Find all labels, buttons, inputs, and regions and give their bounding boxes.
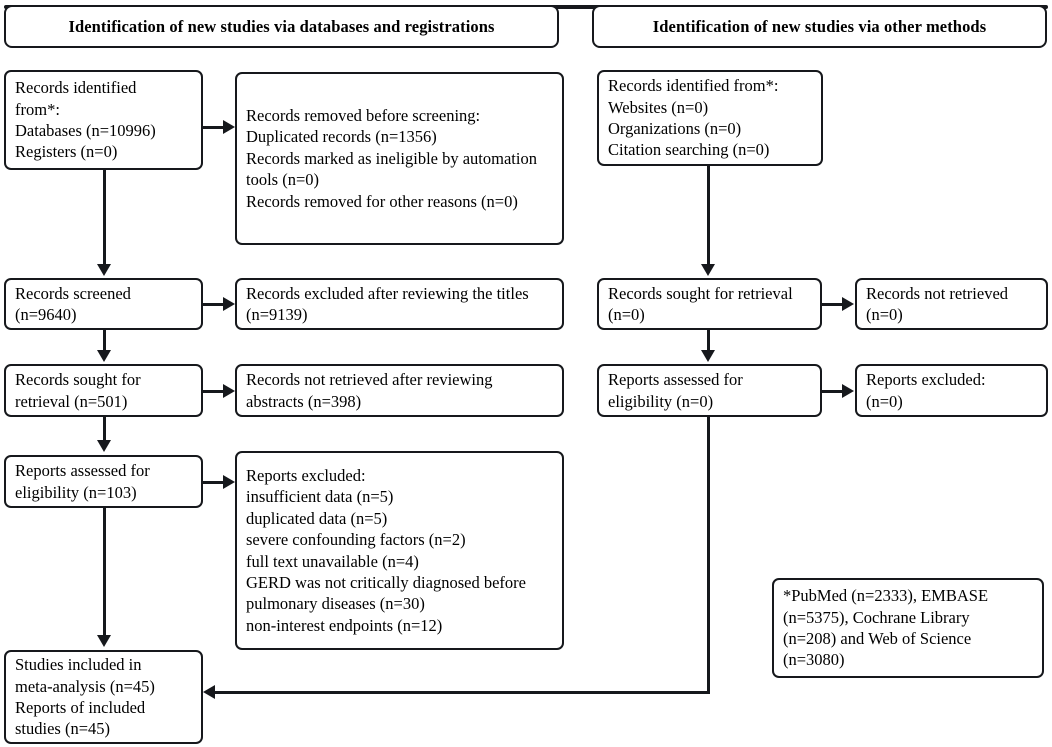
box-reports-excluded-other: Reports excluded: (n=0) xyxy=(855,364,1048,417)
box-records-removed-before-screening: Records removed before screening: Duplic… xyxy=(235,72,564,245)
reports-excluded-line-3: duplicated data (n=5) xyxy=(246,508,388,528)
connector-sought-to-not-retrieved xyxy=(203,390,225,393)
connector-assessed-to-reports-excluded xyxy=(203,481,225,484)
arrowhead-identified-to-removed xyxy=(223,120,235,134)
records-identified-line-4: Registers (n=0) xyxy=(15,142,118,162)
records-excluded-titles-line-2: (n=9139) xyxy=(246,305,308,324)
connector-identified-to-removed xyxy=(203,126,225,129)
box-records-screened: Records screened (n=9640) xyxy=(4,278,203,330)
reports-excluded-line-8: non-interest endpoints (n=12) xyxy=(246,615,443,635)
records-sought-line-2: retrieval (n=501) xyxy=(15,391,128,411)
box-records-not-retrieved-other: Records not retrieved (n=0) xyxy=(855,278,1048,330)
reports-excluded-other-line-1: Reports excluded: xyxy=(866,370,986,390)
reports-assessed-line-2: eligibility (n=103) xyxy=(15,482,137,502)
arrowhead-assessed-to-reports-excluded xyxy=(223,475,235,489)
footnote-line-1: *PubMed (n=2333), EMBASE xyxy=(783,586,989,606)
connector-identified-other-to-sought xyxy=(707,166,710,266)
connector-sought-to-assessed xyxy=(103,417,106,441)
reports-assessed-other-line-1: Reports assessed for xyxy=(608,370,743,390)
studies-included-line-4: studies (n=45) xyxy=(15,719,111,739)
connector-sought-other-to-assessed xyxy=(707,330,710,352)
reports-excluded-line-6: GERD was not critically diagnosed before xyxy=(246,572,526,592)
arrowhead-assessed-other-to-excluded xyxy=(842,384,854,398)
box-reports-excluded-detail: Reports excluded: insufficient data (n=5… xyxy=(235,451,564,650)
arrowhead-sought-other-to-assessed xyxy=(701,350,715,362)
reports-excluded-line-7: pulmonary diseases (n=30) xyxy=(246,594,425,614)
records-screened-line-1: Records screened xyxy=(15,283,131,303)
column-header-right-label: Identification of new studies via other … xyxy=(652,16,987,36)
studies-included-line-1: Studies included in xyxy=(15,655,142,675)
connector-assessed-other-to-excluded xyxy=(822,390,844,393)
reports-assessed-other-line-2: eligibility (n=0) xyxy=(608,391,714,411)
reports-excluded-line-4: severe confounding factors (n=2) xyxy=(246,530,466,550)
footnote-line-2: (n=5375), Cochrane Library xyxy=(783,607,970,627)
footnote-line-3: (n=208) and Web of Science xyxy=(783,629,972,648)
box-studies-included: Studies included in meta-analysis (n=45)… xyxy=(4,650,203,744)
records-removed-line-1: Records removed before screening: xyxy=(246,105,481,125)
records-removed-line-4: tools (n=0) xyxy=(246,170,320,190)
column-header-left: Identification of new studies via databa… xyxy=(4,5,559,48)
records-excluded-titles-line-1: Records excluded after reviewing the tit… xyxy=(246,283,529,303)
records-identified-line-1: Records identified xyxy=(15,78,137,98)
records-not-retrieved-other-line-2: (n=0) xyxy=(866,305,903,324)
arrowhead-sought-to-not-retrieved xyxy=(223,384,235,398)
column-header-right: Identification of new studies via other … xyxy=(592,5,1047,48)
arrowhead-sought-other-to-not-retrieved xyxy=(842,297,854,311)
studies-included-line-3: Reports of included xyxy=(15,698,146,717)
records-identified-other-line-2: Websites (n=0) xyxy=(608,97,709,117)
records-removed-line-2: Duplicated records (n=1356) xyxy=(246,127,437,147)
reports-excluded-line-5: full text unavailable (n=4) xyxy=(246,551,419,571)
arrowhead-screened-to-sought xyxy=(97,350,111,362)
records-removed-line-5: Records removed for other reasons (n=0) xyxy=(246,191,518,211)
arrowhead-identified-other-to-sought xyxy=(701,264,715,276)
records-screened-line-2: (n=9640) xyxy=(15,305,77,324)
box-records-excluded-titles: Records excluded after reviewing the tit… xyxy=(235,278,564,330)
box-reports-assessed-eligibility: Reports assessed for eligibility (n=103) xyxy=(4,455,203,508)
arrowhead-sought-to-assessed xyxy=(97,440,111,452)
footnote-line-4: (n=3080) xyxy=(783,650,845,670)
reports-excluded-other-line-2: (n=0) xyxy=(866,391,903,411)
records-identified-line-2: from*: xyxy=(15,99,60,119)
records-sought-line-1: Records sought for xyxy=(15,370,141,390)
reports-assessed-line-1: Reports assessed for xyxy=(15,461,150,481)
records-removed-line-3: Records marked as ineligible by automati… xyxy=(246,148,537,168)
box-records-not-retrieved-abstracts: Records not retrieved after reviewing ab… xyxy=(235,364,564,417)
reports-excluded-line-2: insufficient data (n=5) xyxy=(246,487,394,507)
records-identified-line-3: Databases (n=10996) xyxy=(15,121,156,140)
arrowhead-assessed-to-included xyxy=(97,635,111,647)
records-sought-other-line-2: (n=0) xyxy=(608,305,645,324)
box-footnote-database-counts: *PubMed (n=2333), EMBASE (n=5375), Cochr… xyxy=(772,578,1044,678)
box-records-identified-other: Records identified from*: Websites (n=0)… xyxy=(597,70,823,166)
connector-identified-to-screened xyxy=(103,170,106,266)
box-reports-assessed-eligibility-other: Reports assessed for eligibility (n=0) xyxy=(597,364,822,417)
records-not-retrieved-line-1: Records not retrieved after reviewing xyxy=(246,370,493,390)
box-records-sought-retrieval-other: Records sought for retrieval (n=0) xyxy=(597,278,822,330)
records-identified-other-line-1: Records identified from*: xyxy=(608,76,779,96)
connector-screened-to-excluded xyxy=(203,303,225,306)
records-identified-other-line-4: Citation searching (n=0) xyxy=(608,140,770,160)
arrowhead-screened-to-excluded xyxy=(223,297,235,311)
records-identified-other-line-3: Organizations (n=0) xyxy=(608,119,742,138)
connector-assessed-other-down xyxy=(707,417,710,694)
box-records-identified: Records identified from*: Databases (n=1… xyxy=(4,70,203,170)
reports-excluded-line-1: Reports excluded: xyxy=(246,465,366,485)
arrowhead-included-from-other-methods xyxy=(203,685,215,699)
column-header-left-label: Identification of new studies via databa… xyxy=(68,16,495,36)
connector-sought-other-to-not-retrieved xyxy=(822,303,844,306)
arrowhead-identified-to-screened xyxy=(97,264,111,276)
connector-screened-to-sought xyxy=(103,330,106,352)
connector-assessed-other-left-to-included xyxy=(213,691,710,694)
connector-assessed-to-included xyxy=(103,508,106,636)
box-records-sought-retrieval: Records sought for retrieval (n=501) xyxy=(4,364,203,417)
studies-included-line-2: meta-analysis (n=45) xyxy=(15,676,155,696)
records-sought-other-line-1: Records sought for retrieval xyxy=(608,283,793,303)
records-not-retrieved-line-2: abstracts (n=398) xyxy=(246,391,362,411)
records-not-retrieved-other-line-1: Records not retrieved xyxy=(866,283,1009,303)
